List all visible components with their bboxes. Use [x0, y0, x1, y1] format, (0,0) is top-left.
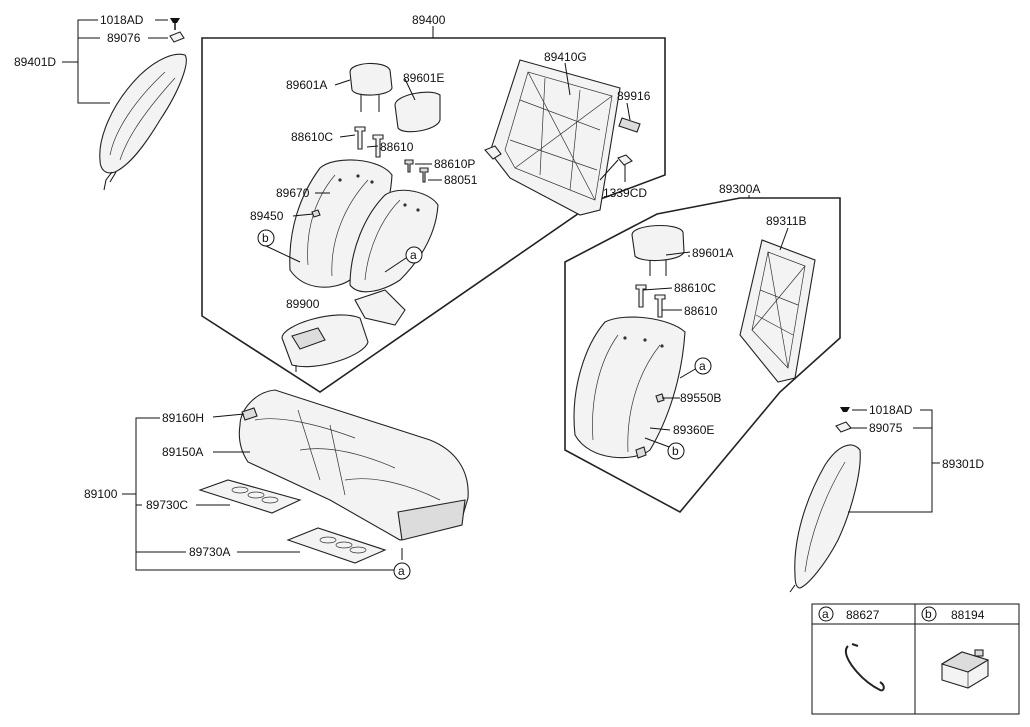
- side-trim-left: [99, 53, 187, 191]
- legend-part-a: 88627: [846, 608, 880, 622]
- callout-letter-a: a: [410, 248, 417, 262]
- bracket-89550B: [655, 393, 665, 403]
- seat-back-side: [349, 189, 439, 293]
- group-box-89300A: [564, 197, 841, 514]
- label-89360E: 89360E: [673, 423, 714, 437]
- legend-part-b: 88194: [951, 608, 985, 622]
- callout-letter-a-right: a: [699, 359, 706, 373]
- label-89601A-a: 89601A: [286, 78, 327, 92]
- headrest-89601E: [394, 91, 441, 133]
- legend-letter-b: b: [925, 607, 932, 621]
- screw-1018AD-right: [840, 407, 850, 412]
- bolt-88051: [419, 167, 429, 183]
- seatback-frame-89311B: [739, 239, 816, 383]
- pad-89730A: [286, 527, 387, 564]
- label-88610P: 88610P: [434, 157, 475, 171]
- trim-89160H: [241, 407, 258, 421]
- label-89400: 89400: [412, 13, 446, 27]
- screw-1018AD-left: [170, 18, 180, 30]
- label-89730A: 89730A: [189, 545, 230, 559]
- guide-88610C-b: [635, 284, 647, 308]
- label-88610-a: 88610: [380, 140, 414, 154]
- nut-1339CD: [617, 154, 633, 182]
- headrest-89601A: [349, 62, 393, 112]
- callout-a: [405, 246, 423, 264]
- label-88610C-a: 88610C: [291, 130, 333, 144]
- connector-88194-icon: [940, 649, 990, 689]
- label-88051: 88051: [444, 173, 478, 187]
- label-89916: 89916: [617, 89, 651, 103]
- seat-cushion-89150A: [238, 389, 469, 541]
- side-trim-right: [789, 444, 861, 593]
- label-89900: 89900: [286, 297, 320, 311]
- seat-back-right: [573, 316, 686, 459]
- clip-89075: [835, 421, 852, 433]
- callout-letter-a-cushion: a: [398, 564, 405, 578]
- bracket-89360E: [635, 446, 647, 459]
- legend-letter-a: a: [822, 607, 829, 621]
- callout-letter-b-right: b: [672, 444, 679, 458]
- label-89300A: 89300A: [719, 182, 760, 196]
- label-1339CD: 1339CD: [603, 186, 647, 200]
- label-89150A: 89150A: [162, 445, 203, 459]
- bracket-89450: [311, 209, 321, 218]
- callout-a-right: [694, 357, 712, 375]
- label-1018AD-a: 1018AD: [100, 13, 144, 27]
- label-89401D: 89401D: [14, 55, 56, 69]
- seatback-frame-89410G: [484, 59, 621, 216]
- label-89450: 89450: [250, 209, 284, 223]
- label-89100: 89100: [84, 487, 118, 501]
- label-1018AD-b: 1018AD: [869, 403, 913, 417]
- label-88610C-b: 88610C: [674, 281, 716, 295]
- label-89160H: 89160H: [162, 411, 204, 425]
- label-89550B: 89550B: [680, 391, 721, 405]
- callout-b-right: [667, 442, 685, 460]
- label-89670: 89670: [276, 186, 310, 200]
- guide-88610C-a: [354, 126, 366, 150]
- callout-letter-b: b: [262, 231, 269, 245]
- armrest-cover: [354, 289, 406, 326]
- pad-89730C: [198, 479, 302, 514]
- label-89076: 89076: [107, 31, 141, 45]
- label-89311B: 89311B: [766, 214, 806, 228]
- bolt-88610P: [404, 159, 414, 173]
- callout-b: [257, 229, 275, 247]
- clip-89076: [169, 31, 185, 43]
- label-88610-b: 88610: [684, 304, 718, 318]
- label-89730C: 89730C: [146, 498, 188, 512]
- legend-box: [811, 603, 1020, 715]
- headrest-89601A-right: [631, 224, 685, 276]
- label-89601E: 89601E: [403, 71, 444, 85]
- label-89301D: 89301D: [942, 457, 984, 471]
- label-89410G: 89410G: [544, 50, 587, 64]
- guide-88610-b: [654, 294, 666, 318]
- label-89601A-b: 89601A: [692, 246, 733, 260]
- callout-a-cushion: [393, 562, 411, 580]
- bracket-89916: [618, 117, 641, 133]
- label-89075: 89075: [869, 421, 903, 435]
- armrest-89900: [281, 314, 369, 372]
